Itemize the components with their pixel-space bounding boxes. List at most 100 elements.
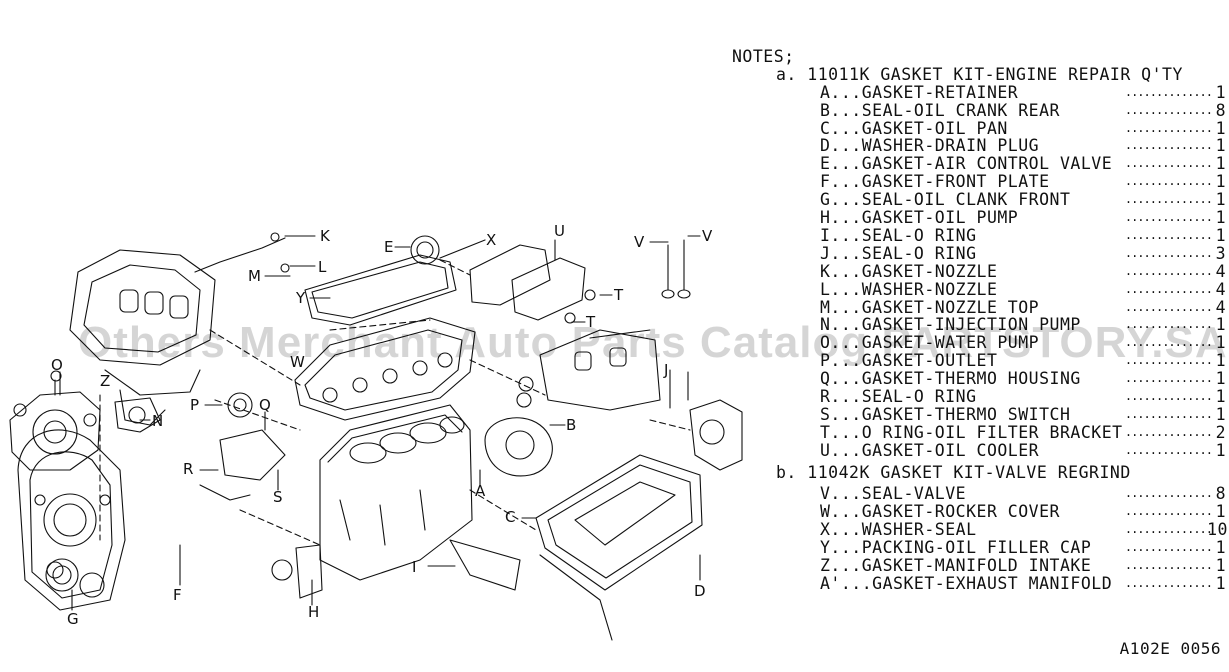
leader-dots: .............. <box>1124 557 1213 572</box>
part-label: U...GASKET-OIL COOLER <box>820 440 1040 460</box>
part-qty: 1 <box>1215 404 1226 424</box>
leader-dots: .............. <box>1124 540 1213 555</box>
oil-filter-bracket <box>690 400 742 470</box>
list-item: D...WASHER-DRAIN PLUG..............1 <box>820 137 1226 155</box>
list-item: U...GASKET-OIL COOLER..............1 <box>820 440 1226 460</box>
leader-dots: .............. <box>1124 227 1213 242</box>
leader-dots: .............. <box>1124 575 1213 590</box>
list-item: A...GASKET-RETAINER..............1 <box>820 82 1226 102</box>
part-label: F...GASKET-FRONT PLATE <box>820 172 1050 192</box>
list-item: Q...GASKET-THERMO HOUSING..............1 <box>820 370 1226 388</box>
list-item: R...SEAL-O RING..............1 <box>820 388 1226 406</box>
part-qty: 1 <box>1215 386 1226 406</box>
part-qty: 1 <box>1215 351 1226 371</box>
leader-dots: .............. <box>1124 335 1213 350</box>
list-item: W...GASKET-ROCKER COVER..............1 <box>820 503 1226 521</box>
part-label: Z...GASKET-MANIFOLD INTAKE <box>820 555 1092 575</box>
part-qty: 1 <box>1215 172 1226 192</box>
part-qty: 1 <box>1215 118 1226 138</box>
cylinder-head <box>295 318 475 420</box>
list-item: B...SEAL-OIL CRANK REAR..............8 <box>820 100 1226 120</box>
callout-O: O <box>51 356 63 374</box>
part-label: K...GASKET-NOZZLE <box>820 261 998 281</box>
callout-Y: Y <box>295 289 306 307</box>
callout-Z: Z <box>100 372 110 390</box>
part-label: M...GASKET-NOZZLE TOP <box>820 297 1040 317</box>
callout-P: P <box>190 396 199 414</box>
part-qty: 8 <box>1215 484 1226 504</box>
callout-N: N <box>152 412 163 430</box>
list-item: T...O RING-OIL FILTER BRACKET...........… <box>820 423 1226 442</box>
callout-U: U <box>554 222 565 240</box>
list-item: G...SEAL-OIL CLANK FRONT..............1 <box>820 191 1226 209</box>
leader-dots: .............. <box>1124 138 1213 153</box>
callout-T-upper: T <box>613 286 624 304</box>
part-label: Q...GASKET-THERMO HOUSING <box>820 369 1081 389</box>
leader-dots: .............. <box>1124 174 1213 189</box>
part-label: P...GASKET-OUTLET <box>820 351 998 371</box>
part-label: S...GASKET-THERMO SWITCH <box>820 404 1071 424</box>
callout-L: L <box>318 258 327 276</box>
part-label: G...SEAL-OIL CLANK FRONT <box>820 190 1071 210</box>
part-qty: 1 <box>1215 154 1226 174</box>
notes-panel: NOTES; a. 11011K GASKET KIT-ENGINE REPAI… <box>730 47 1228 593</box>
part-label: A'...GASKET-EXHAUST MANIFOLD <box>820 573 1113 593</box>
part-label: W...GASKET-ROCKER COVER <box>820 502 1060 522</box>
list-item: O...GASKET-WATER PUMP..............1 <box>820 334 1226 352</box>
part-qty: 1 <box>1215 555 1226 575</box>
part-label: C...GASKET-OIL PAN <box>820 118 1008 138</box>
part-label: Y...PACKING-OIL FILLER CAP <box>820 538 1092 558</box>
list-item: V...SEAL-VALVE..............8 <box>820 485 1226 503</box>
part-qty: 1 <box>1215 333 1226 353</box>
oil-pan <box>536 455 702 640</box>
part-label: A...GASKET-RETAINER <box>820 82 1019 102</box>
callout-T-lower: T <box>585 313 596 331</box>
part-qty: 1 <box>1215 225 1226 245</box>
callout-M: M <box>248 267 261 285</box>
callout-E: E <box>384 238 393 256</box>
leader-dots: .............. <box>1124 281 1213 296</box>
part-qty: 8 <box>1215 100 1226 120</box>
list-item: M...GASKET-NOZZLE TOP..............4 <box>820 297 1226 317</box>
part-label: J...SEAL-O RING <box>820 243 977 263</box>
part-qty: 1 <box>1215 369 1226 389</box>
leader-dots: .............. <box>1124 102 1213 117</box>
diagram-reference: A102E 0056 <box>1119 639 1221 658</box>
part-qty: 1 <box>1215 502 1226 522</box>
list-item: E...GASKET-AIR CONTROL VALVE............… <box>820 155 1226 173</box>
list-item: J...SEAL-O RING..............3 <box>820 243 1226 263</box>
leader-dots: .............. <box>1124 406 1213 421</box>
part-qty: 1 <box>1215 190 1226 210</box>
part-qty: 1 <box>1215 208 1226 228</box>
part-qty: 1 <box>1215 315 1226 335</box>
notes-heading: NOTES; <box>732 47 795 66</box>
list-item: I...SEAL-O RING..............1 <box>820 227 1226 245</box>
leader-dots: .............. <box>1124 486 1213 501</box>
list-item: H...GASKET-OIL PUMP..............1 <box>820 209 1226 227</box>
list-item: Z...GASKET-MANIFOLD INTAKE..............… <box>820 557 1226 575</box>
leader-dots: .............. <box>1124 120 1213 135</box>
leader-dots: .............. <box>1124 442 1213 457</box>
part-qty: 1 <box>1215 440 1226 460</box>
callout-J: J <box>663 361 668 379</box>
cylinder-block <box>296 405 472 598</box>
callout-C: C <box>505 508 515 526</box>
front-plate <box>18 430 125 610</box>
part-label: D...WASHER-DRAIN PLUG <box>820 136 1040 156</box>
callout-A: A <box>475 482 486 500</box>
leader-dots: .............. <box>1124 245 1213 260</box>
callout-V-right: V <box>702 227 713 245</box>
list-item: X...WASHER-SEAL..............10 <box>820 521 1228 539</box>
exhaust-manifold <box>517 330 660 410</box>
oil-pump-parts <box>46 540 520 591</box>
part-label: H...GASKET-OIL PUMP <box>820 208 1019 228</box>
thermostat-housing <box>200 393 285 500</box>
callout-K: K <box>320 227 331 245</box>
callout-V-left: V <box>634 233 645 251</box>
leader-dots: .............. <box>1124 504 1213 519</box>
callout-Q: Q <box>259 396 271 414</box>
valves <box>662 240 690 298</box>
engine-gasket-exploded-diagram: K L M E X U V V Y T T W Z O J P Q N B R … <box>0 222 760 672</box>
part-label: V...SEAL-VALVE <box>820 484 967 504</box>
